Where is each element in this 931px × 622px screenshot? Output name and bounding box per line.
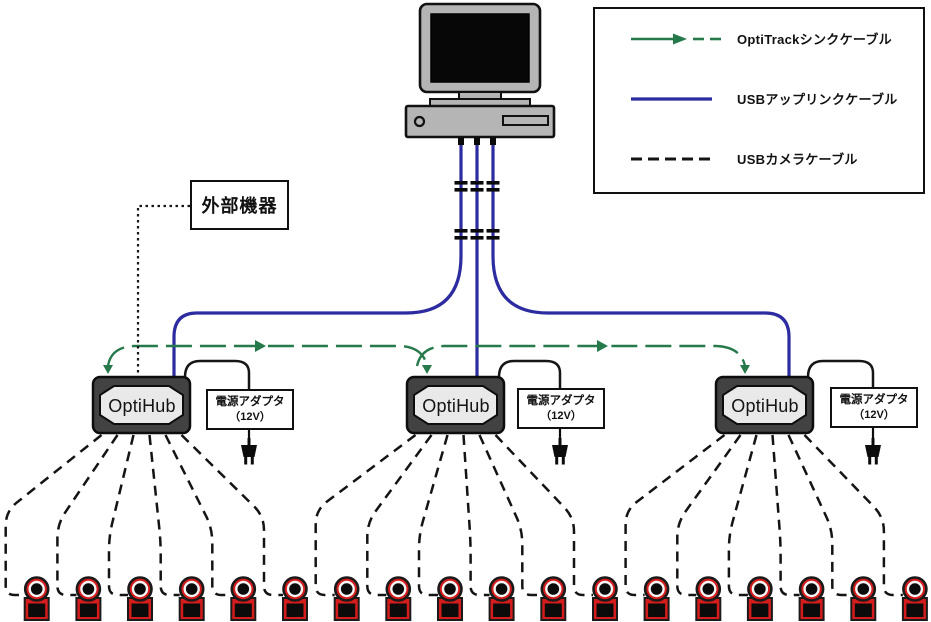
usb-camera-cable xyxy=(478,434,542,597)
ferrite-tick xyxy=(486,236,500,240)
computer-icon xyxy=(404,2,556,145)
power-cable-3 xyxy=(806,359,875,388)
legend-item-camera: USBカメラケーブル xyxy=(630,149,909,168)
optihub-label: OptiHub xyxy=(422,395,490,416)
power-adapter-box: 電源アダプタ （12V） xyxy=(206,389,294,430)
power-plug-icon xyxy=(552,428,568,465)
optihub-device xyxy=(714,375,815,435)
usb-camera-cable xyxy=(462,434,490,597)
ferrite-tick xyxy=(486,229,500,233)
power-cable-1 xyxy=(183,359,251,390)
ferrite-tick xyxy=(470,229,484,233)
camera xyxy=(901,576,928,621)
camera xyxy=(540,576,567,621)
camera xyxy=(488,576,515,621)
usb-camera-cable xyxy=(417,434,449,597)
usb-camera-cable xyxy=(787,434,852,597)
ferrite-tick xyxy=(486,181,500,185)
legend-item-uplink: USBアップリンクケーブル xyxy=(630,89,909,108)
camera xyxy=(746,576,773,621)
power-adapter-voltage: （12V） xyxy=(540,409,582,422)
power-adapter-voltage: （12V） xyxy=(229,410,271,423)
power-adapter-label: 電源アダプタ xyxy=(839,393,909,406)
ferrite-tick xyxy=(454,236,468,240)
drive-slot xyxy=(502,115,549,126)
camera xyxy=(75,576,102,621)
usb-camera-cable xyxy=(314,434,417,597)
usb-camera-cable xyxy=(107,434,135,597)
usb-camera-cable xyxy=(180,434,283,597)
power-adapter-label: 電源アダプタ xyxy=(526,394,596,407)
usb-camera-cable xyxy=(148,434,180,597)
camera-cable-sample-icon xyxy=(631,157,716,160)
camera xyxy=(695,576,722,621)
power-adapter-box: 電源アダプタ （12V） xyxy=(517,388,605,429)
sync-cable-sample-icon xyxy=(631,33,721,44)
camera xyxy=(643,576,670,621)
legend-box: OptiTrackシンクケーブル USBアップリンクケーブル USBカメラケーブ… xyxy=(593,7,925,194)
camera xyxy=(230,576,257,621)
camera xyxy=(798,576,825,621)
ferrite-tick xyxy=(486,188,500,192)
camera xyxy=(282,576,308,621)
legend-label: USBアップリンクケーブル xyxy=(737,92,898,107)
camera xyxy=(385,576,412,621)
external-device-label: 外部機器 xyxy=(201,196,278,216)
legend-label: OptiTrackシンクケーブル xyxy=(737,32,892,47)
camera xyxy=(178,576,205,621)
usb-camera-cable xyxy=(494,434,593,597)
power-adapter-label: 電源アダプタ xyxy=(215,395,285,408)
legend-label: USBカメラケーブル xyxy=(737,152,858,167)
sync-cable-segment-2 xyxy=(415,344,747,367)
usb-uplink-cable-right xyxy=(491,144,791,378)
optihub-label: OptiHub xyxy=(108,395,176,416)
power-button-icon xyxy=(413,115,426,128)
camera xyxy=(850,576,877,621)
legend-item-sync: OptiTrackシンクケーブル xyxy=(630,29,909,48)
ferrite-tick xyxy=(470,236,484,240)
camera xyxy=(592,576,618,621)
ferrite-tick xyxy=(454,181,468,185)
ferrite-tick xyxy=(454,229,468,233)
camera xyxy=(23,576,50,621)
ferrite-tick xyxy=(470,181,484,185)
usb-camera-cable xyxy=(164,434,232,597)
sync-cable-arrows xyxy=(103,340,750,374)
uplink-cable-sample-icon xyxy=(631,96,712,101)
ferrite-tick xyxy=(454,188,468,192)
monitor-screen xyxy=(430,13,530,83)
usb-camera-cable xyxy=(771,434,800,597)
power-plug-icon xyxy=(865,428,881,465)
power-adapter-voltage: （12V） xyxy=(853,408,895,421)
optihub-label: OptiHub xyxy=(731,395,799,416)
external-device-cable xyxy=(136,204,190,376)
usb-camera-cable xyxy=(56,434,119,597)
camera xyxy=(437,576,463,621)
ferrite-ticks xyxy=(454,181,500,240)
external-device-box: 外部機器 xyxy=(190,180,289,230)
usb-camera-cable xyxy=(727,434,758,597)
usb-camera-cable xyxy=(366,434,433,597)
camera xyxy=(127,576,153,621)
optihub-device xyxy=(91,375,192,435)
usb-camera-cable xyxy=(4,434,103,597)
usb-camera-cable xyxy=(676,434,742,597)
sync-cable-segment-1 xyxy=(106,344,429,367)
camera xyxy=(333,576,360,621)
usb-camera-cable xyxy=(803,434,903,597)
power-adapter-box: 電源アダプタ （12V） xyxy=(830,387,918,428)
power-plug-icon xyxy=(241,428,257,465)
optihub-device xyxy=(405,375,506,435)
usb-camera-cable xyxy=(624,434,726,597)
power-cable-2 xyxy=(497,359,562,389)
usb-uplink-cable-left xyxy=(172,144,463,378)
ferrite-tick xyxy=(470,188,484,192)
